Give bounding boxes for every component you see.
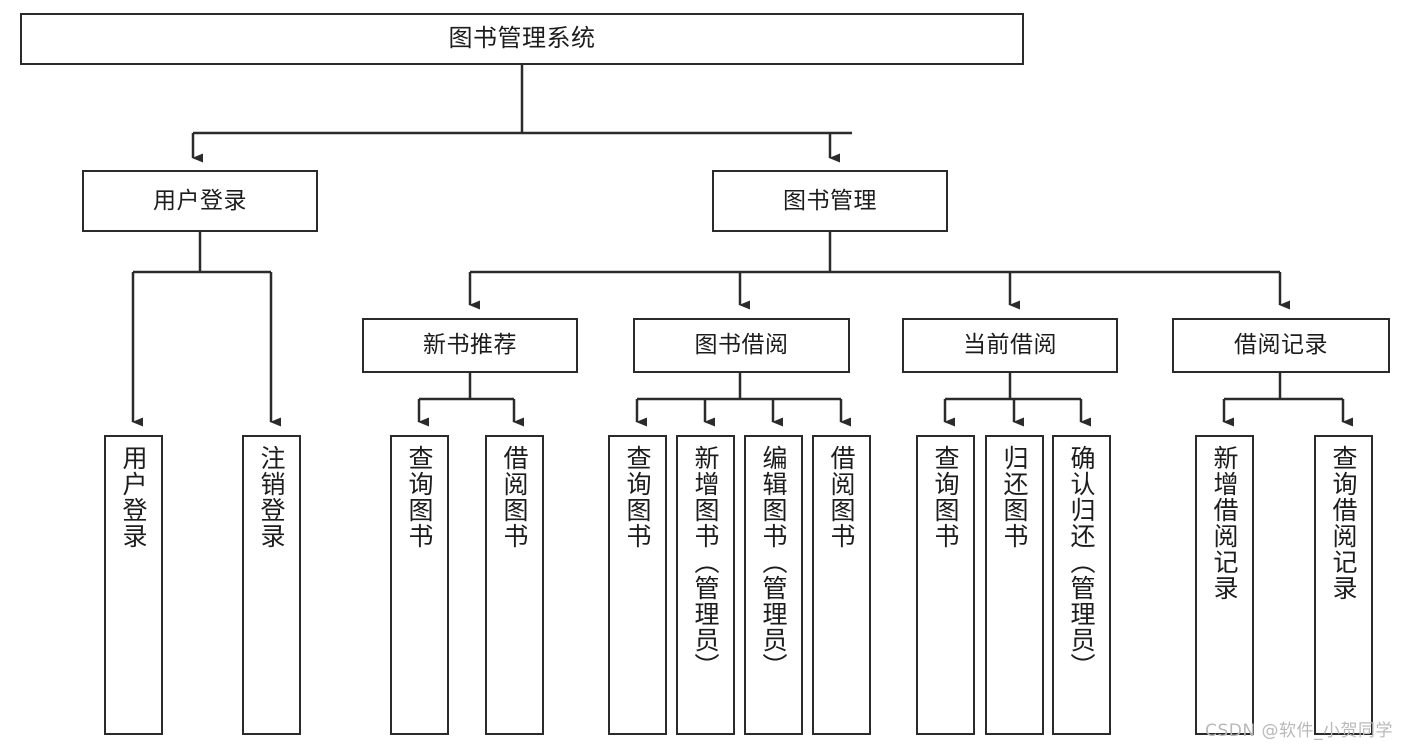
- node-label: 借阅记录: [1234, 332, 1328, 359]
- node-current-borrow[interactable]: 当前借阅: [902, 318, 1118, 373]
- node-book-manage[interactable]: 图书管理: [712, 170, 948, 232]
- node-label: 查询借阅记录: [1329, 445, 1358, 601]
- node-leaf-query-book-2[interactable]: 查询图书: [608, 435, 667, 735]
- node-label: 确认归还（管理员）: [1067, 445, 1096, 679]
- node-label: 图书管理系统: [448, 24, 596, 53]
- node-leaf-query-book-1[interactable]: 查询图书: [390, 435, 449, 735]
- node-leaf-borrow-book-1[interactable]: 借阅图书: [485, 435, 544, 735]
- node-leaf-add-record[interactable]: 新增借阅记录: [1195, 435, 1254, 735]
- node-label: 用户登录: [119, 445, 148, 549]
- node-leaf-confirm-return[interactable]: 确认归还（管理员）: [1052, 435, 1111, 735]
- node-leaf-query-record[interactable]: 查询借阅记录: [1314, 435, 1373, 735]
- node-leaf-query-book-3[interactable]: 查询图书: [916, 435, 975, 735]
- node-new-book-rec[interactable]: 新书推荐: [362, 318, 578, 373]
- node-leaf-user-login[interactable]: 用户登录: [104, 435, 163, 735]
- node-leaf-return-book[interactable]: 归还图书: [985, 435, 1044, 735]
- node-leaf-add-book[interactable]: 新增图书（管理员）: [676, 435, 735, 735]
- node-root-system[interactable]: 图书管理系统: [20, 13, 1024, 65]
- node-label: 用户登录: [153, 187, 247, 214]
- node-borrow-record[interactable]: 借阅记录: [1172, 318, 1390, 373]
- csdn-watermark: CSDN @软件_小贺同学: [1205, 721, 1393, 741]
- node-label: 借阅图书: [500, 445, 529, 549]
- node-label: 注销登录: [257, 445, 286, 549]
- node-label: 编辑图书（管理员）: [759, 445, 788, 679]
- node-label: 图书借阅: [694, 332, 789, 359]
- node-leaf-logout[interactable]: 注销登录: [242, 435, 301, 735]
- node-label: 查询图书: [623, 445, 652, 549]
- node-label: 归还图书: [1000, 445, 1029, 549]
- node-label: 当前借阅: [963, 332, 1057, 359]
- node-label: 新书推荐: [423, 332, 517, 359]
- node-book-borrow[interactable]: 图书借阅: [633, 318, 850, 373]
- node-label: 图书管理: [783, 187, 877, 214]
- node-label: 借阅图书: [827, 445, 856, 549]
- node-leaf-borrow-book-2[interactable]: 借阅图书: [812, 435, 871, 735]
- node-label: 新增图书（管理员）: [691, 445, 720, 679]
- node-label: 新增借阅记录: [1210, 445, 1239, 601]
- node-label: 查询图书: [405, 445, 434, 549]
- node-leaf-edit-book[interactable]: 编辑图书（管理员）: [744, 435, 803, 735]
- node-label: 查询图书: [931, 445, 960, 549]
- node-user-login[interactable]: 用户登录: [82, 170, 318, 232]
